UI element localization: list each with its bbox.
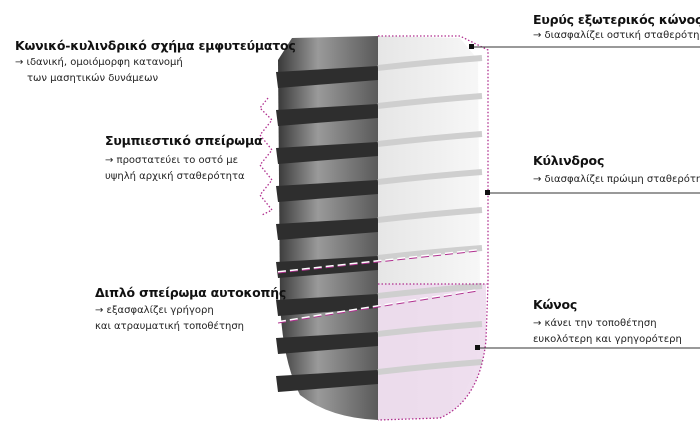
label-desc: → διασφαλίζει οστική σταθερότητα [533,30,700,41]
marker-square [469,44,474,49]
label-title-cylinder: Κύλινδρος [533,153,605,168]
label-title-compressive-thread: Συμπιεστικό σπείρωμα [105,133,263,148]
thread-ridge [377,131,483,147]
outline-markers [259,35,489,421]
thread-ridge [377,283,483,299]
thread-ridge [276,66,378,88]
thread-ridge [276,370,378,392]
thread-ridge [377,55,483,71]
label-title-wide-outer-cone: Ευρύς εξωτερικός κώνος [533,12,700,27]
thread-ridge [276,104,378,126]
thread-ridge [377,93,483,109]
thread-ridge [377,321,483,337]
label-desc: → διασφαλίζει πρώιμη σταθερότητα [533,174,700,185]
cutting-thread-lines [277,249,479,323]
thread-ridge [276,332,378,354]
thread-ridge [377,169,483,185]
thread-ridge [377,359,483,375]
label-title-conical-cylindrical: Κωνικό-κυλινδρικό σχήμα εμφυτεύματος [15,38,296,53]
thread-ridge [377,207,483,223]
leader-lines [472,46,700,349]
thread-ridge [276,180,378,202]
thread-ridge [276,218,378,240]
label-title-double-self-cutting-thread: Διπλό σπείρωμα αυτοκοπής [95,285,287,300]
thread-ridge [276,142,378,164]
implant-right-half [377,36,486,420]
marker-square [485,190,490,195]
label-title-cone: Κώνος [533,297,578,312]
thread-ridge [276,294,378,316]
implant-left-half [276,36,378,420]
thread-ridge [377,245,483,261]
marker-square [475,345,480,350]
